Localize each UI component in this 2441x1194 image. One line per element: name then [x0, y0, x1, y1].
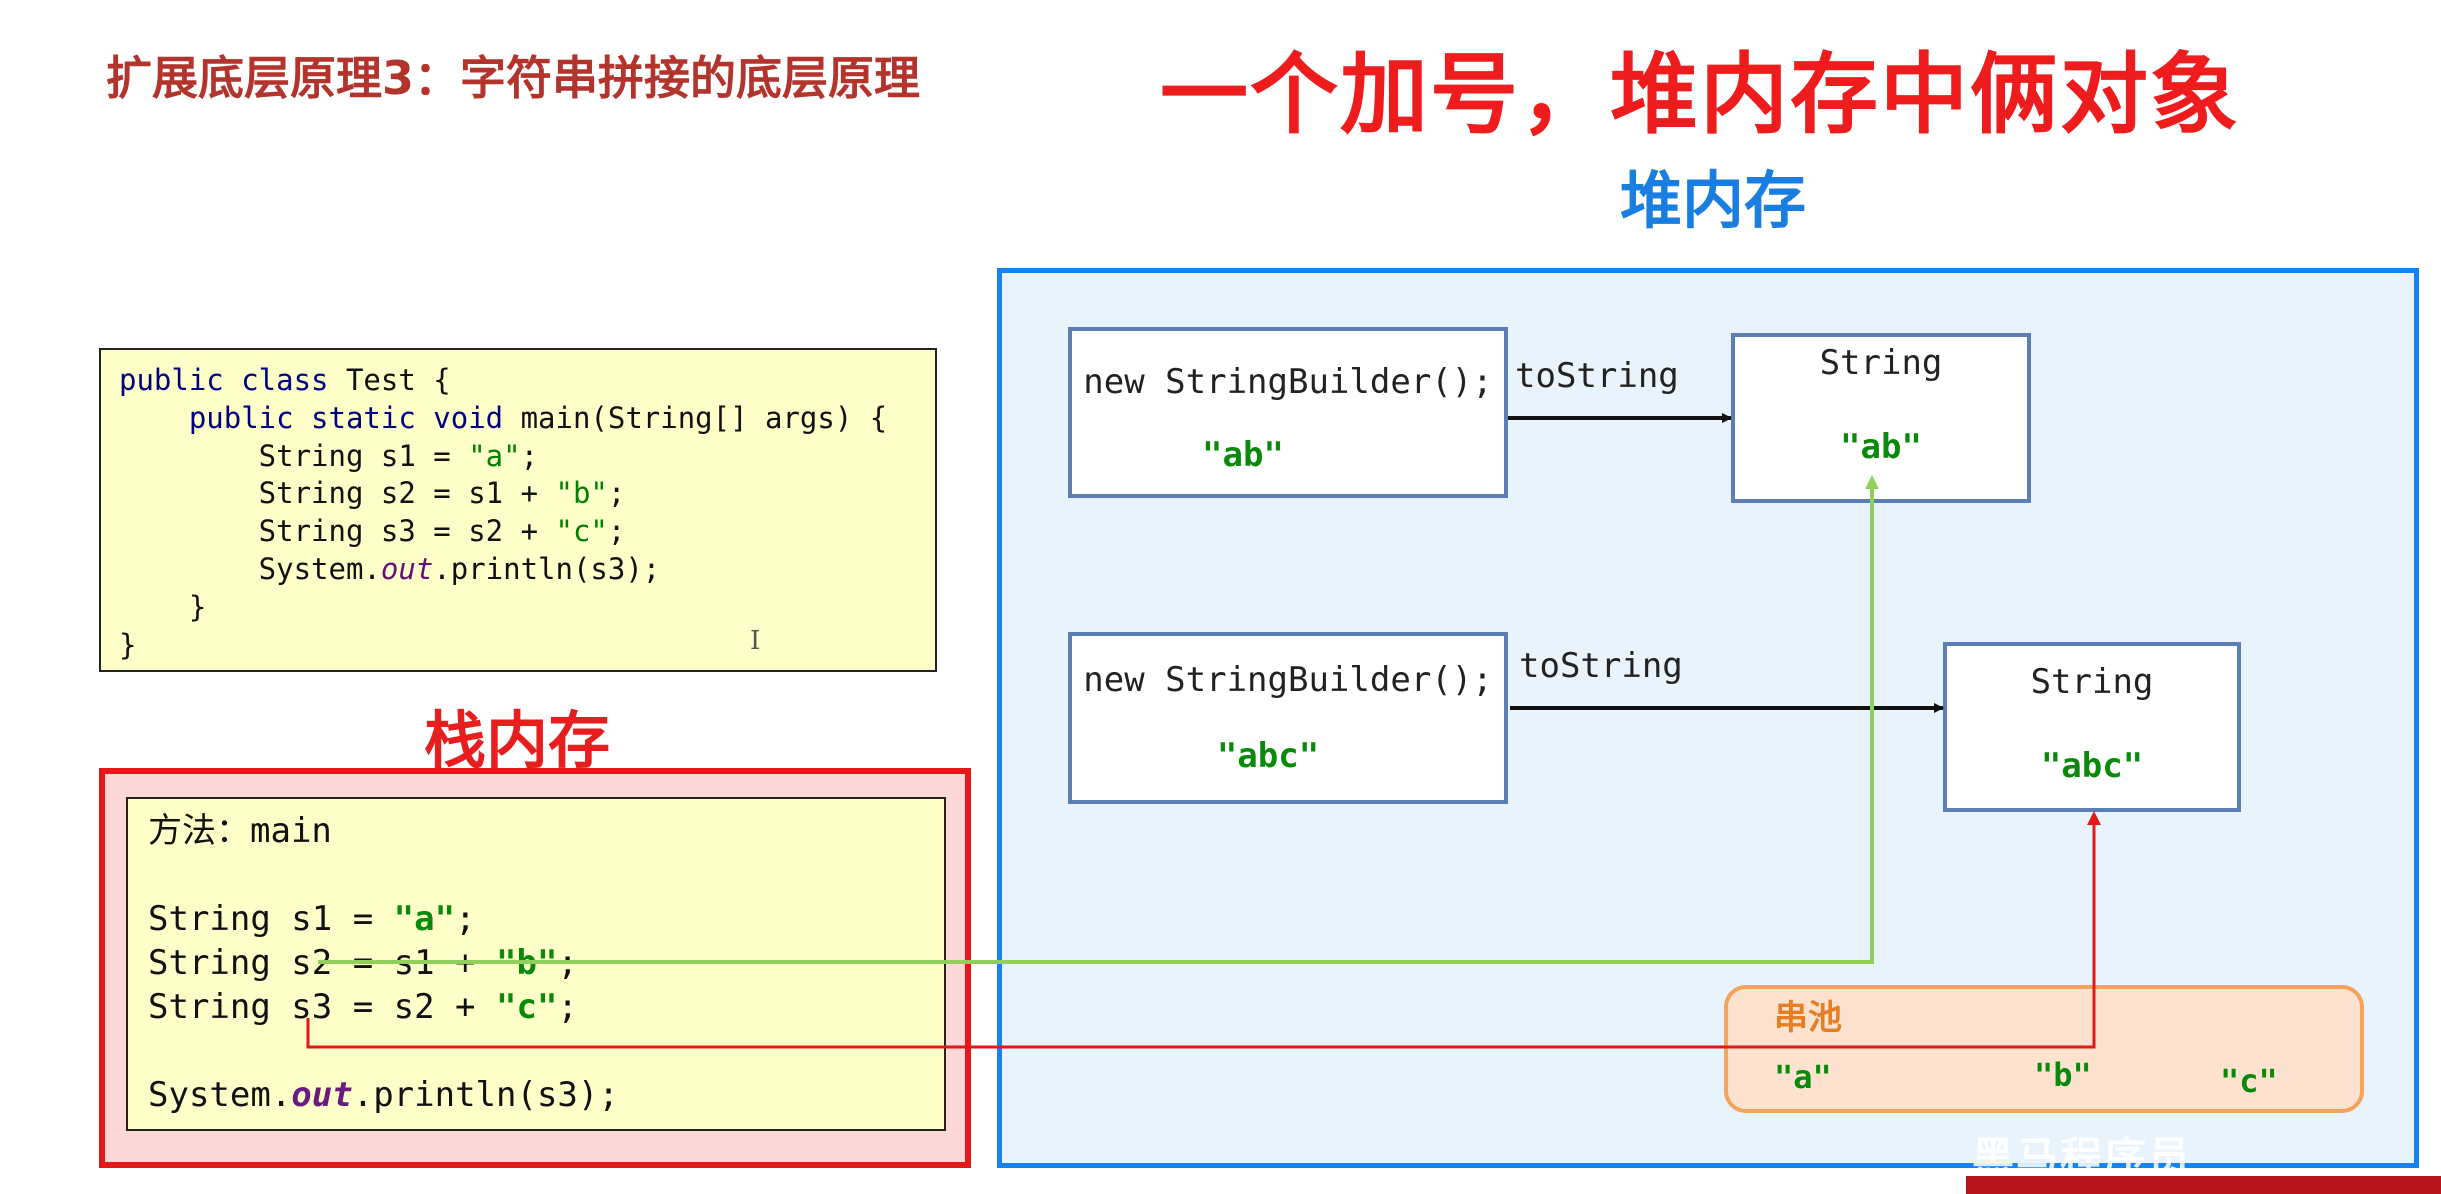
stringbuilder-label: new StringBuilder();: [1083, 362, 1493, 402]
code-text: Test {: [328, 363, 451, 397]
code-line-3: String s1 = "a";: [119, 438, 917, 476]
string-value: "ab": [1840, 427, 1922, 467]
code-field: out: [380, 551, 434, 586]
code-string: "a": [393, 899, 456, 939]
stack-line-s1: String s1 = "a";: [148, 897, 924, 941]
code-text: String s3 = s2 +: [148, 987, 496, 1027]
string-value: "abc": [2040, 746, 2144, 786]
text-cursor-icon: I: [750, 626, 761, 656]
heap-title: 堆内存: [1620, 164, 1807, 237]
code-string: "a": [468, 438, 521, 473]
stringbuilder-ab-box: new StringBuilder(); "ab": [1068, 327, 1508, 498]
code-keyword: public static void: [119, 400, 504, 435]
stack-line-s3: String s3 = s2 + "c";: [148, 985, 924, 1029]
stringbuilder-value: "ab": [1202, 435, 1284, 475]
code-text: String s1 =: [119, 438, 469, 473]
code-line-4: String s2 = s1 + "b";: [119, 475, 917, 513]
source-code-box: public class Test { public static void m…: [99, 348, 937, 672]
code-keyword: public class: [119, 363, 329, 397]
string-ab-box: String "ab": [1731, 333, 2031, 503]
s2-reference-arrow: [318, 475, 1879, 964]
code-line-2: public static void main(String[] args) {: [119, 400, 917, 438]
code-line-8: }: [119, 627, 917, 665]
slide-headline: 一个加号，堆内存中俩对象: [1160, 43, 2241, 146]
code-line-6: System.out.println(s3);: [119, 551, 917, 589]
stack-title: 栈内存: [424, 704, 611, 777]
code-text: ;: [455, 899, 476, 939]
tostring-label-1: toString: [1515, 356, 1679, 396]
code-text: ;: [520, 438, 539, 473]
code-text: ;: [607, 476, 626, 511]
code-text: String s3 = s2 +: [119, 514, 556, 549]
code-text: .println(s3);: [433, 551, 661, 586]
code-text: ;: [557, 987, 578, 1027]
watermark-logo-text: 黑马程序员: [1972, 1133, 2193, 1182]
stack-line-print: System.out.println(s3);: [148, 1073, 924, 1117]
code-text: }: [119, 589, 207, 624]
code-line-7: }: [119, 589, 917, 627]
string-pool: [1724, 985, 2364, 1113]
stringbuilder-value: "abc": [1216, 736, 1320, 776]
slide-subtitle: 扩展底层原理3：字符串拼接的底层原理: [106, 51, 921, 105]
pool-item-a: "a": [1774, 1058, 1832, 1096]
code-string: "b": [555, 476, 608, 511]
tostring-label-2: toString: [1519, 646, 1683, 686]
code-string: "c": [496, 987, 558, 1027]
code-field: out: [291, 1075, 353, 1115]
code-text: ;: [607, 514, 626, 549]
string-pool-title: 串池: [1774, 998, 1842, 1038]
bottom-banner: [1966, 1176, 2441, 1194]
string-type-label: String: [1819, 343, 1943, 383]
code-text: System.: [148, 1075, 292, 1115]
pool-item-b: "b": [2034, 1056, 2092, 1094]
stringbuilder-label: new StringBuilder();: [1083, 660, 1493, 700]
method-label: 方法：main: [148, 811, 332, 851]
s3-reference-arrow: [306, 811, 2101, 1049]
code-string: "c": [555, 514, 608, 549]
string-abc-box: String "abc": [1943, 642, 2241, 812]
string-type-label: String: [2030, 662, 2154, 702]
code-text: String s1 =: [148, 899, 394, 939]
pool-item-c: "c": [2220, 1062, 2278, 1100]
code-text: main(String[] args) {: [503, 400, 888, 435]
stringbuilder-abc-box: new StringBuilder(); "abc": [1068, 632, 1508, 804]
code-text: String s2 = s1 +: [119, 476, 556, 511]
code-line-1: public class Test {: [119, 362, 917, 400]
code-text: System.: [119, 551, 381, 586]
code-text: }: [119, 627, 137, 662]
code-line-5: String s3 = s2 + "c";: [119, 513, 917, 551]
code-text: .println(s3);: [352, 1075, 619, 1115]
